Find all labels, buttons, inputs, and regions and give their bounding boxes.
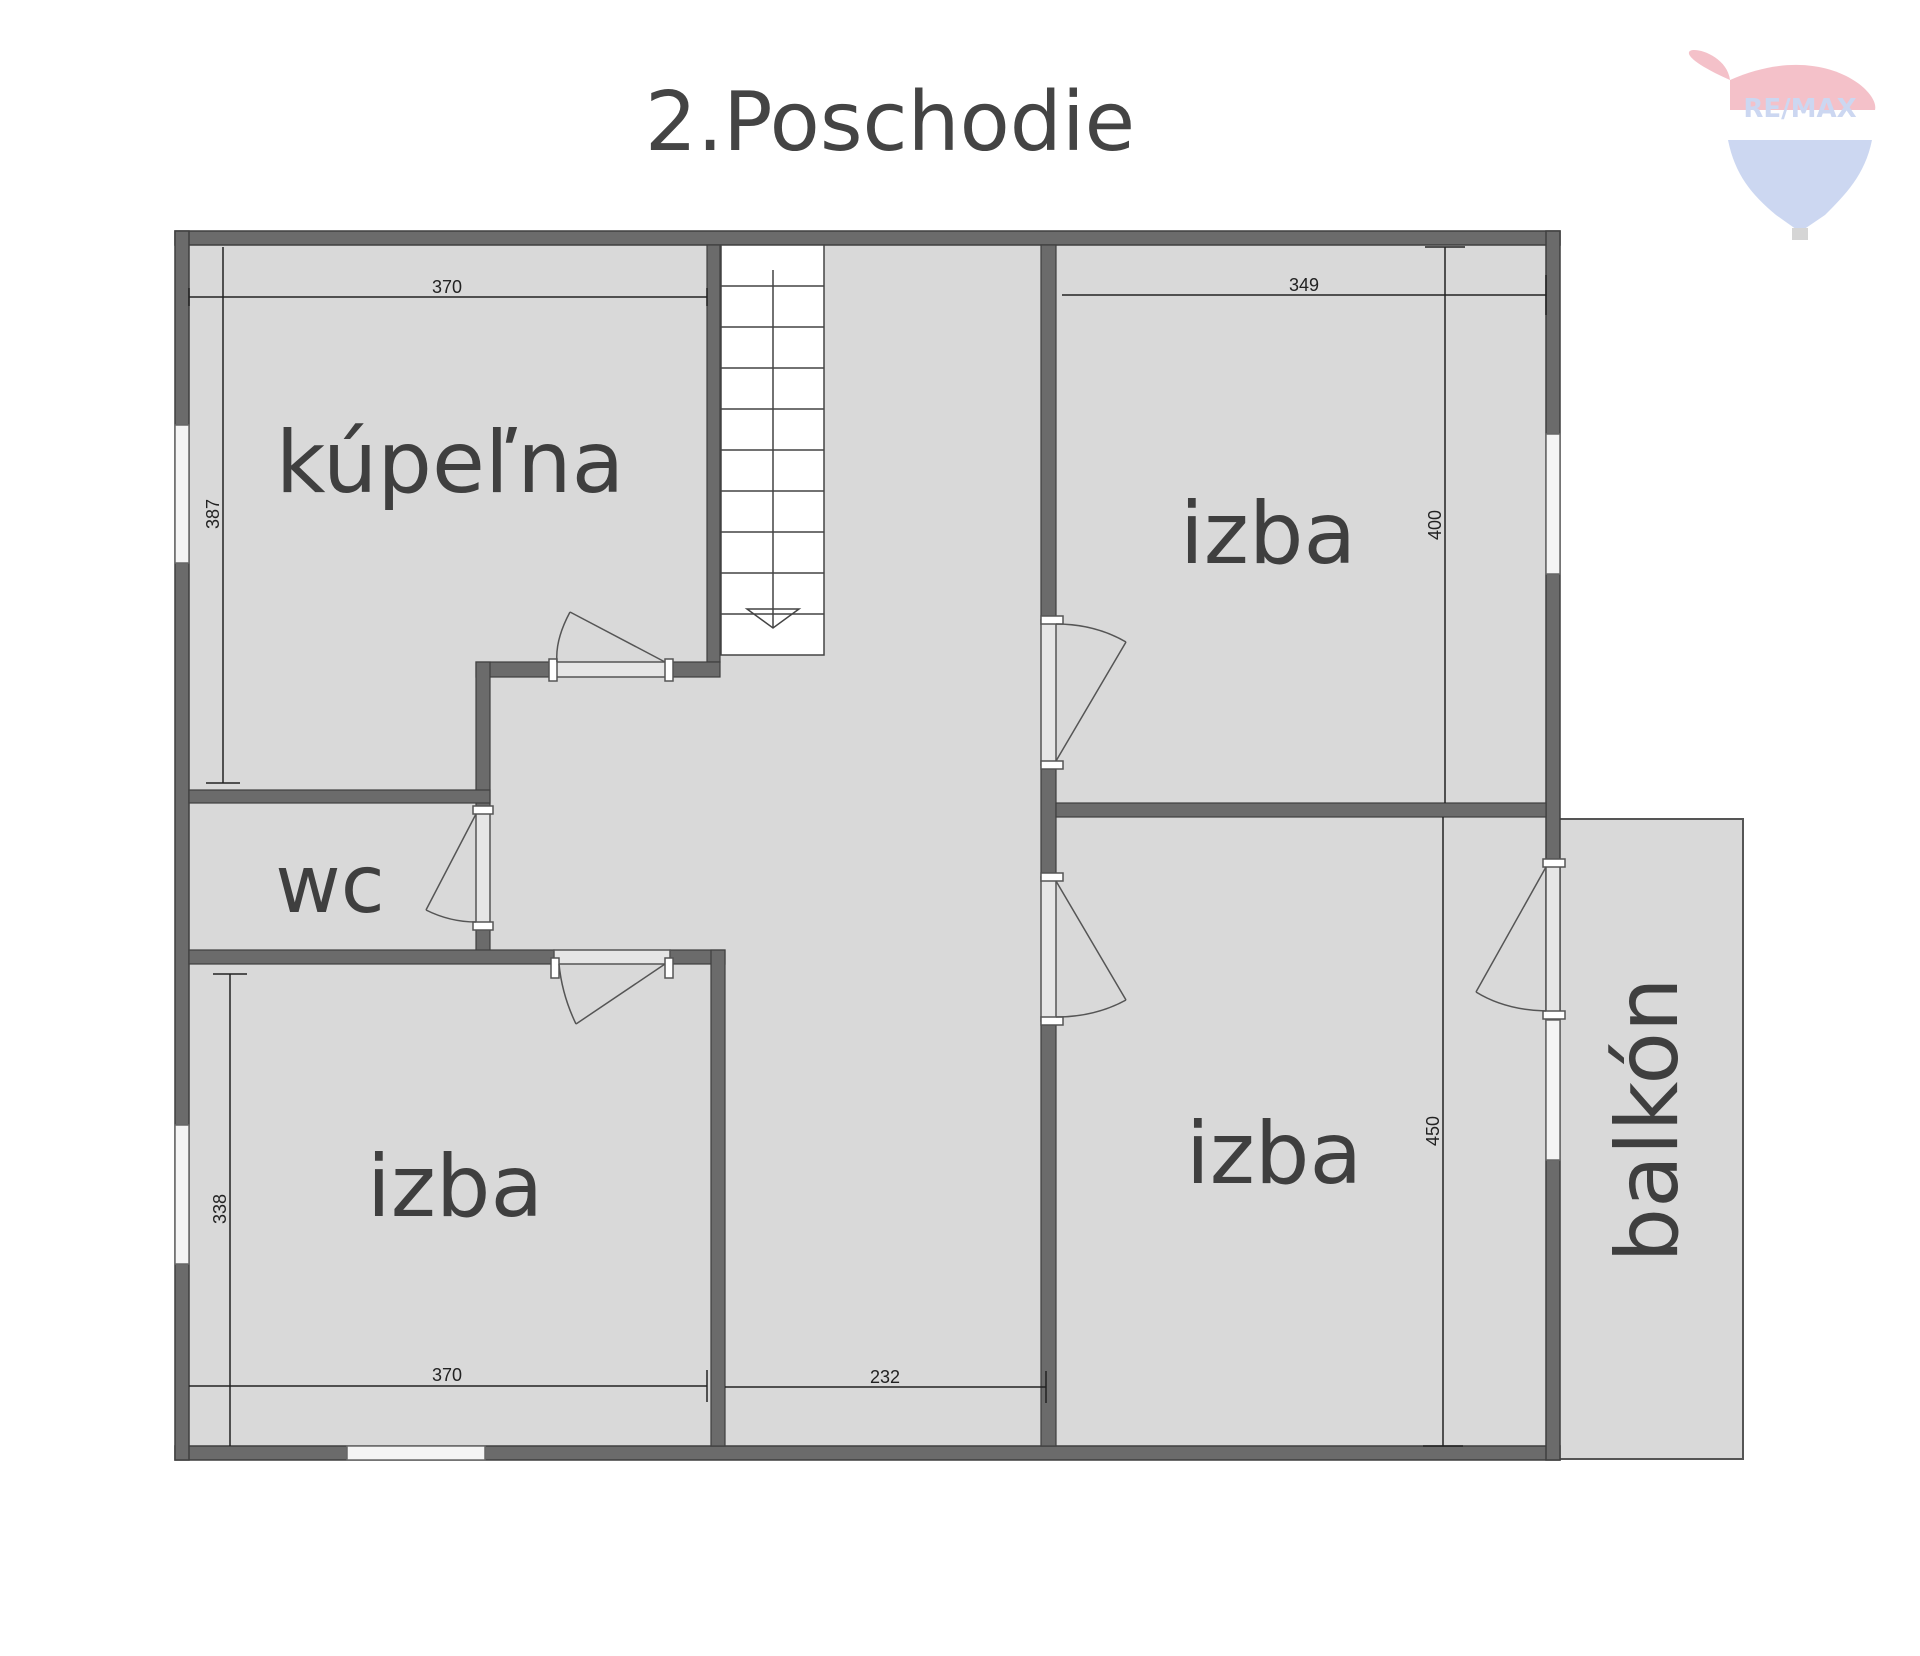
room-label-bathroom: kúpeľna [276, 413, 625, 513]
room-label-wc: wc [275, 838, 384, 931]
window-bathroom [174, 424, 190, 564]
window-balcony [1545, 1019, 1561, 1161]
dim-bathroom-height: 387 [203, 499, 223, 529]
floor-area [176, 232, 1558, 1460]
door-wc [425, 805, 494, 931]
dim-bathroom-width: 370 [432, 277, 462, 297]
balcony-area [1557, 818, 1744, 1460]
dim-room-upper-right-width: 349 [1289, 275, 1319, 295]
dim-room-upper-right-height: 400 [1425, 510, 1445, 540]
stair-arrow-icon [744, 608, 802, 629]
door-room-lower-right [1040, 872, 1127, 1026]
dim-room-lower-left-width: 370 [432, 1365, 462, 1385]
dim-hall-width: 232 [870, 1367, 900, 1387]
room-label-balcony: balkón [1598, 977, 1698, 1262]
room-label-lower-left: izba [367, 1137, 543, 1237]
dim-room-lower-left-height: 338 [210, 1194, 230, 1224]
doors [425, 611, 1566, 1026]
balloon-icon [1688, 50, 1876, 240]
dim-room-lower-right-height: 450 [1423, 1116, 1443, 1146]
door-room-lower-left [550, 949, 674, 1025]
dimension-lines [188, 246, 1547, 1447]
room-label-upper-right: izba [1180, 484, 1356, 584]
staircase [720, 244, 825, 656]
door-room-upper-right [1040, 615, 1127, 770]
door-balcony [1475, 858, 1566, 1020]
plan-title: 2.Poschodie [645, 75, 1135, 170]
room-label-lower-right: izba [1186, 1104, 1362, 1204]
windows [174, 424, 1561, 1461]
window-upper-right [1545, 433, 1561, 575]
door-bathroom [548, 611, 674, 682]
interior-walls [188, 244, 1547, 1447]
remax-logo-text: RE/MAX [1743, 94, 1856, 124]
window-lower-left [174, 1124, 190, 1265]
remax-logo: RE/MAX [1688, 50, 1876, 240]
window-bottom [346, 1445, 486, 1461]
